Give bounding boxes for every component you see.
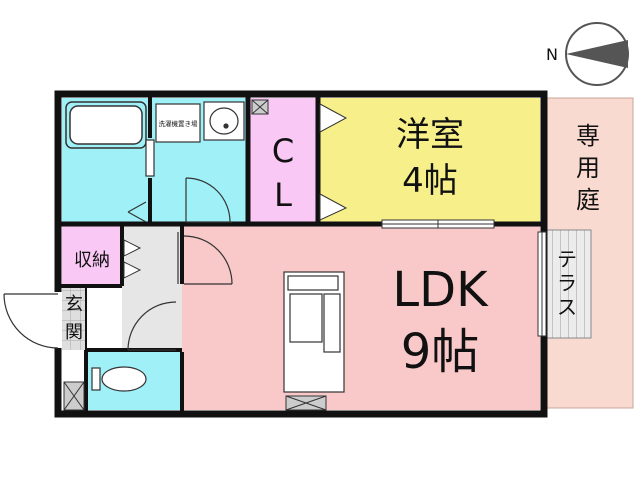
- storage-fill: [62, 226, 122, 284]
- ldk-window: [537, 231, 547, 337]
- washbasin: [203, 101, 245, 141]
- ldk-name: LDK: [392, 262, 489, 318]
- laundry-label: 洗濯機置き場: [159, 119, 199, 128]
- toilet: [91, 366, 147, 392]
- kitchen-counter: [283, 271, 345, 393]
- entrance-label-1: 玄: [65, 294, 83, 315]
- garden-label-2: 用: [576, 154, 600, 182]
- western-room-size: 4帖: [402, 161, 458, 201]
- bathtub: [65, 101, 147, 149]
- western-room-fill: [318, 98, 540, 222]
- vent-bottom: [285, 395, 327, 411]
- storage-door: [123, 239, 142, 279]
- garden-label-3: 庭: [576, 186, 600, 214]
- toilet-door: [127, 301, 177, 351]
- ldk-size: 9帖: [401, 324, 480, 380]
- western-room-sliding-door: [381, 219, 495, 229]
- closet-fill: [248, 98, 318, 222]
- garden-label-1: 専: [576, 122, 600, 150]
- closet-doors: [319, 103, 348, 221]
- washing-machine-place: 洗濯機置き場: [155, 103, 201, 143]
- vent-top: [251, 99, 269, 115]
- terrace-label-char: ラ: [557, 271, 577, 295]
- compass-north-label: N: [546, 45, 558, 64]
- ldk-door: [177, 232, 233, 285]
- closet-label-l: L: [274, 176, 292, 214]
- ldk-fill: [182, 226, 540, 410]
- compass: N: [546, 22, 629, 86]
- western-room-name: 洋室: [396, 115, 464, 155]
- entrance-tile: [62, 288, 86, 350]
- terrace-label: テラス テラス: [557, 247, 577, 319]
- terrace-label-char: ス: [557, 295, 577, 319]
- washroom-door: [185, 177, 232, 223]
- terrace-label-char: テ: [557, 247, 577, 271]
- closet-label-c: C: [272, 132, 294, 170]
- bath-door: [127, 139, 155, 223]
- storage-label: 収納: [74, 250, 110, 271]
- terrace-area: [542, 229, 592, 339]
- entrance-door: [3, 292, 62, 349]
- vent-toilet: [63, 381, 85, 411]
- entrance-label-2: 関: [65, 322, 83, 343]
